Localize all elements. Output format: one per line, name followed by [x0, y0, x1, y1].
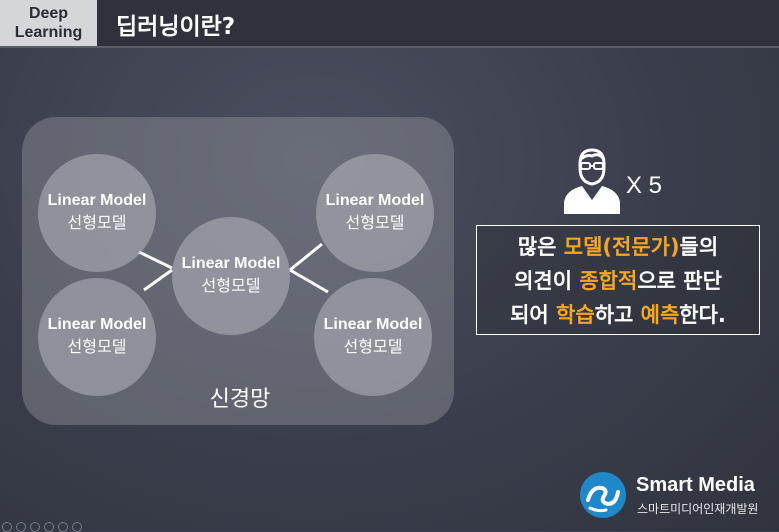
desc-highlight: 학습: [556, 303, 595, 327]
description-box: 많은 모델(전문가)들의 의견이 종합적으로 판단 되어 학습하고 예측한다.: [476, 225, 760, 335]
desc-highlight: 예측: [640, 303, 680, 327]
desc-text: 들의: [679, 235, 719, 259]
description-line-1: 많은 모델(전문가)들의: [483, 230, 753, 264]
node-label-en: Linear Model: [325, 192, 425, 209]
node-label-ko: 선형모델: [345, 213, 405, 232]
desc-highlight: 모델(전문가): [563, 235, 680, 259]
section-tag-line1: Deep: [28, 5, 69, 22]
neural-network-label: 신경망: [209, 387, 271, 412]
slide-controls[interactable]: [2, 522, 82, 532]
node-label-en: Linear Model: [47, 192, 147, 209]
linear-model-node-bottom-right: Linear Model 선형모델: [314, 278, 432, 396]
description-line-3: 되어 학습하고 예측한다.: [483, 298, 753, 332]
node-label-en: Linear Model: [323, 316, 423, 333]
description-line-2: 의견이 종합적으로 판단: [483, 264, 753, 298]
logo-subtitle: 스마트미디어인재개발원: [637, 502, 759, 516]
desc-text: 의견이: [514, 269, 580, 293]
node-label-en: Linear Model: [47, 316, 147, 333]
node-label-ko: 선형모델: [67, 213, 127, 232]
link-line: [138, 250, 173, 270]
node-label-ko: 선형모델: [343, 337, 403, 356]
link-line: [289, 242, 323, 272]
node-label-en: Linear Model: [181, 255, 281, 272]
logo-title: Smart Media: [636, 474, 755, 496]
expert-multiplier: X 5: [626, 172, 663, 199]
link-line: [289, 268, 329, 294]
desc-highlight: 종합적: [579, 269, 638, 293]
desc-text: 되어: [510, 303, 557, 327]
smart-media-logo-icon: [580, 472, 626, 518]
node-label-ko: 선형모델: [201, 276, 261, 295]
linear-model-node-bottom-left: Linear Model 선형모델: [38, 278, 156, 396]
link-line: [143, 268, 173, 292]
linear-model-node-top-left: Linear Model 선형모델: [38, 154, 156, 272]
slide-title: 딥러닝이란?: [116, 14, 236, 40]
expert-person-icon: [564, 148, 620, 214]
linear-model-node-top-right: Linear Model 선형모델: [316, 154, 434, 272]
desc-text: 하고: [594, 303, 641, 327]
desc-text: 많은: [517, 235, 564, 259]
desc-text: 한다.: [679, 303, 726, 327]
desc-text: 으로 판단: [637, 269, 722, 293]
linear-model-node-center: Linear Model 선형모델: [172, 217, 290, 335]
node-label-ko: 선형모델: [67, 337, 127, 356]
section-tag: Deep Learning: [0, 0, 97, 46]
slide-header: Deep Learning 딥러닝이란?: [0, 0, 779, 48]
section-tag-line2: Learning: [14, 24, 83, 41]
